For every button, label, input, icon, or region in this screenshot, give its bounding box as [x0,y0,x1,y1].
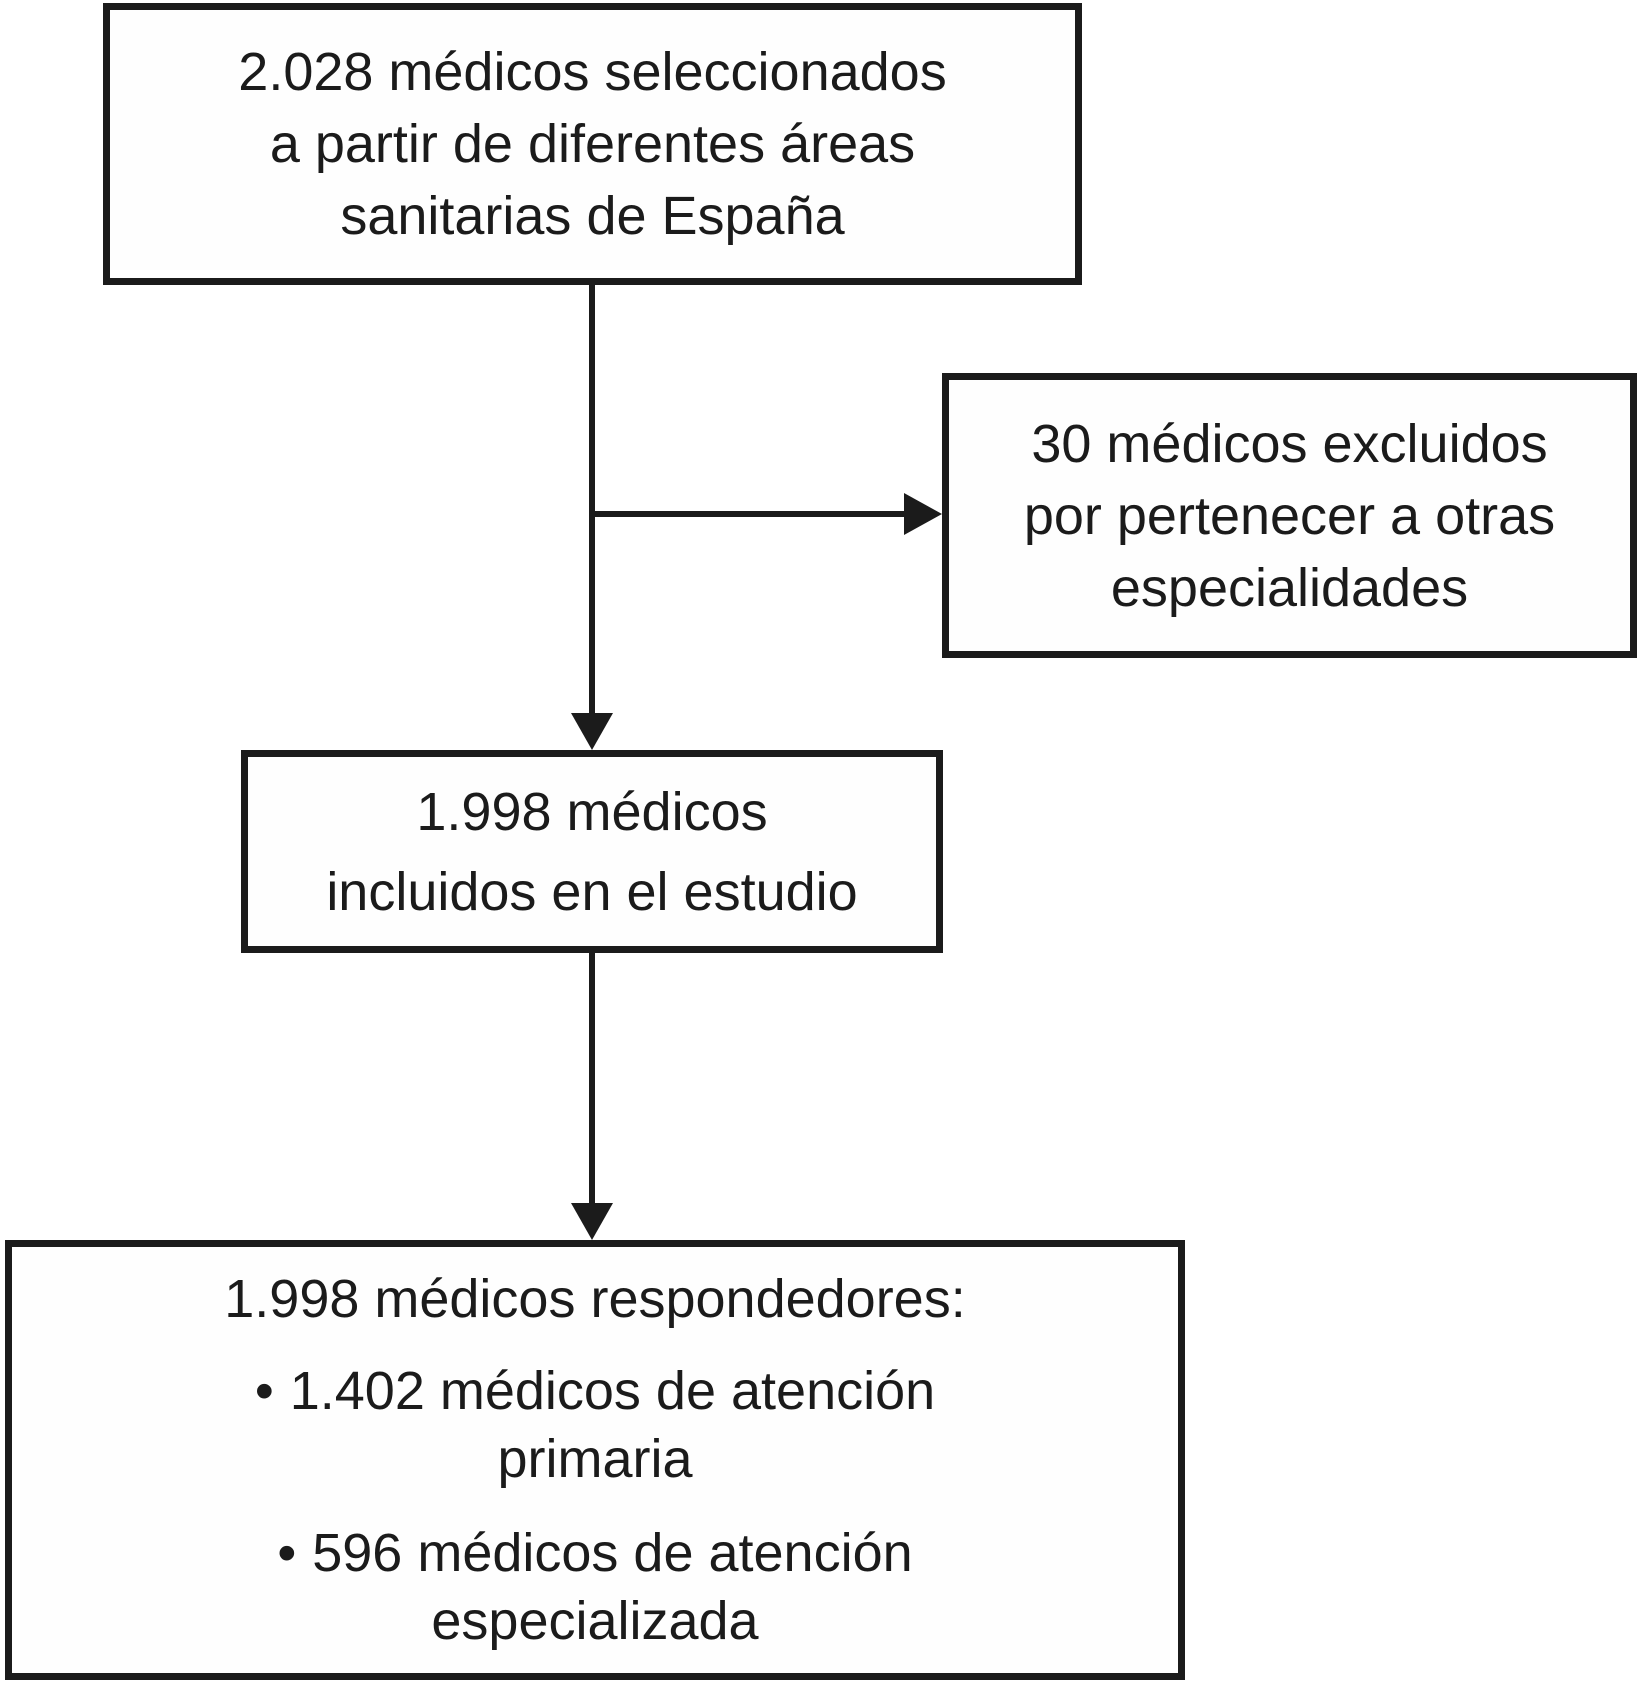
bullet-line-2: especializada [431,1591,759,1651]
connector-branch-to-excluded [592,511,904,517]
bullet-glyph: • [254,1361,274,1421]
arrow-right-icon [904,493,942,535]
box-selected-line-2: a partir de diferentes áreas [269,114,916,174]
bullet-line-2: primaria [497,1429,693,1489]
box-excluded-line-3: especialidades [1110,557,1469,618]
responders-title: 1.998 médicos respondedores: [224,1269,966,1329]
bullet-line-1: •596 médicos de atención [277,1519,912,1587]
box-responder-physicians: 1.998 médicos respondedores: •1.402 médi… [5,1240,1185,1680]
responders-bullet-specialized-care: •596 médicos de atención especializada [277,1519,912,1655]
bullet-text: 1.402 médicos de atención [289,1361,936,1421]
bullet-line-1: •1.402 médicos de atención [255,1357,935,1425]
box-included-line-1: 1.998 médicos [416,781,768,842]
bullet-text: 596 médicos de atención [312,1523,913,1583]
box-included-physicians: 1.998 médicos incluidos en el estudio [241,750,943,953]
box-selected-line-1: 2.028 médicos seleccionados [238,42,947,102]
arrow-down-icon [571,1203,613,1240]
connector-included-to-responders [589,953,595,1204]
box-selected-line-3: sanitarias de España [340,186,845,246]
box-selected-physicians: 2.028 médicos seleccionados a partir de … [103,3,1082,285]
bullet-glyph: • [277,1523,297,1583]
responders-bullet-primary-care: •1.402 médicos de atención primaria [255,1357,935,1493]
box-included-line-2: incluidos en el estudio [326,861,858,922]
connector-selected-to-included [589,285,595,714]
box-excluded-physicians: 30 médicos excluidos por pertenecer a ot… [942,373,1637,658]
box-excluded-line-2: por pertenecer a otras [1023,485,1556,546]
box-excluded-line-1: 30 médicos excluidos [1031,413,1548,474]
arrow-down-icon [571,713,613,750]
